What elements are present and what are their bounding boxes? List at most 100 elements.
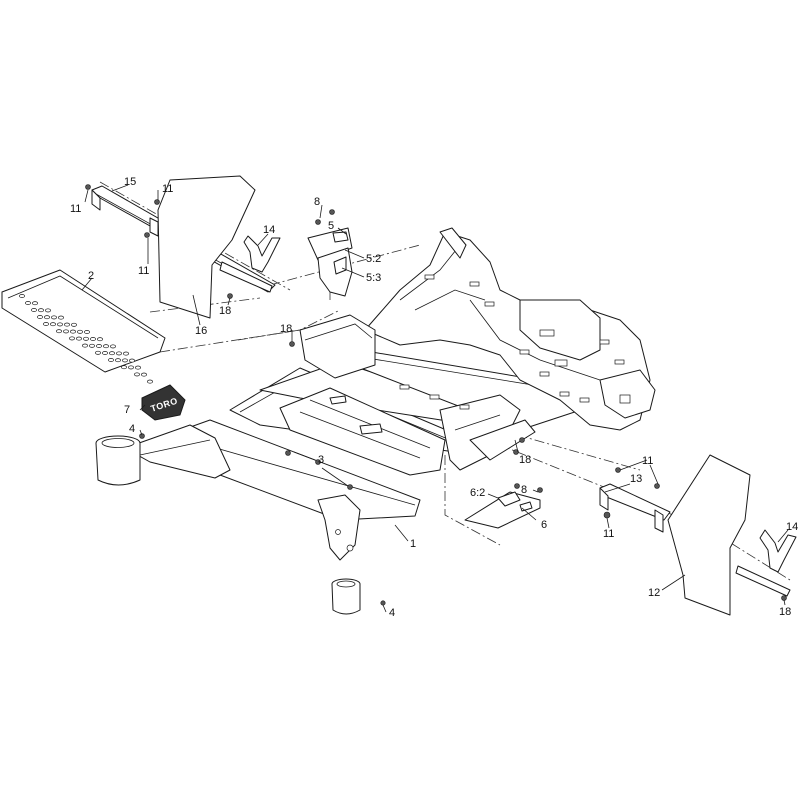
callout-5: 5 xyxy=(328,220,334,232)
floor-pan-holes xyxy=(19,294,153,384)
floor-pan-hole xyxy=(96,344,102,348)
floor-pan-hole xyxy=(110,344,116,349)
right-flap xyxy=(667,454,751,616)
main-frame xyxy=(95,227,656,615)
floor-pan-hole xyxy=(57,322,63,327)
callout-18-seat: 18 xyxy=(280,323,292,335)
callout-11-left: 11 xyxy=(138,265,149,277)
toro-decal: TORO xyxy=(141,384,186,421)
callout-13: 13 xyxy=(630,473,642,485)
frame-slot xyxy=(469,281,480,287)
floor-pan-hole xyxy=(25,301,31,305)
floor-pan-hole xyxy=(115,358,121,363)
callout-5-3: 5:3 xyxy=(366,272,381,284)
floor-pan-hole xyxy=(38,308,44,313)
floor-pan-hole xyxy=(51,315,57,320)
floor-pan-hole xyxy=(123,351,129,356)
frame-slot xyxy=(399,384,410,390)
frame-slot xyxy=(429,394,440,400)
callout-11-right: 11 xyxy=(642,455,653,467)
floor-pan-hole xyxy=(69,336,75,341)
frame-slot xyxy=(599,339,610,345)
floor-pan-hole xyxy=(102,351,108,355)
floor-pan-hole xyxy=(63,329,69,334)
step-plate xyxy=(464,483,543,529)
callout-11-lower-right: 11 xyxy=(603,528,614,540)
callout-4-bottom: 4 xyxy=(389,607,395,619)
frame-slot xyxy=(539,371,550,377)
floor-pan-hole xyxy=(83,336,89,341)
floor-pan-hole xyxy=(135,365,141,370)
floor-pan-hole xyxy=(43,322,49,326)
right-y-strap xyxy=(735,529,797,601)
floor-pan-hole xyxy=(116,351,122,356)
floor-pan-hole xyxy=(108,358,114,362)
frame-slot xyxy=(484,301,495,307)
floor-pan-hole xyxy=(76,336,82,341)
callout-18-left: 18 xyxy=(219,305,231,317)
callout-18-far-right: 18 xyxy=(779,606,791,618)
callout-14-left: 14 xyxy=(263,224,275,236)
callout-6: 6 xyxy=(541,519,547,531)
floor-pan-hole xyxy=(37,315,43,319)
floor-pan-hole xyxy=(84,330,90,334)
floor-pan-hole xyxy=(103,344,109,349)
callout-3: 3 xyxy=(318,454,324,466)
floor-pan-hole xyxy=(129,358,135,363)
floor-pan-hole xyxy=(70,329,76,334)
callout-4-left: 4 xyxy=(129,423,135,435)
floor-pan-hole xyxy=(109,351,115,356)
frame-slot xyxy=(579,397,590,403)
callout-8-top: 8 xyxy=(314,196,320,208)
floor-pan-hole xyxy=(50,322,56,327)
floor-pan-hole xyxy=(19,294,25,298)
callout-8-bottom: 8 xyxy=(521,484,527,496)
frame-slot xyxy=(459,404,470,410)
floor-pan-hole xyxy=(32,301,38,306)
floor-pan-hole xyxy=(64,322,70,327)
frame-slot xyxy=(559,391,570,397)
floor-pan-hole xyxy=(71,322,77,327)
floor-pan-hole xyxy=(141,372,147,377)
callout-16: 16 xyxy=(195,325,207,337)
floor-pan-hole xyxy=(121,365,127,370)
floor-pan-hole xyxy=(44,315,50,320)
callout-6-2: 6:2 xyxy=(470,487,485,499)
callout-labels: 15 11 11 11 14 2 16 18 8 5 5:2 5:3 18 7 … xyxy=(70,176,798,619)
seat-bracket xyxy=(307,209,353,297)
frame-slot xyxy=(424,274,435,280)
floor-pan-hole xyxy=(56,329,62,334)
callout-15: 15 xyxy=(124,176,136,188)
callout-11-top-left: 11 xyxy=(70,203,81,215)
frame-slot xyxy=(614,359,625,365)
frame-slot xyxy=(519,349,530,355)
callout-5-2: 5:2 xyxy=(366,253,381,265)
floor-pan-hole xyxy=(89,343,95,348)
callout-18-right: 18 xyxy=(519,454,531,466)
floor-pan-hole xyxy=(128,365,134,370)
leader-lines xyxy=(81,184,789,613)
floor-pan-hole xyxy=(45,308,51,313)
frame-slots xyxy=(399,274,625,410)
floor-pan-hole xyxy=(90,337,96,341)
callout-11-top: 11 xyxy=(162,183,173,195)
floor-pan-hole xyxy=(77,329,83,334)
floor-pan-hole xyxy=(122,358,128,363)
left-y-strap xyxy=(219,235,281,299)
callout-14-right: 14 xyxy=(786,521,798,533)
floor-pan-hole xyxy=(82,343,88,348)
floor-pan-hole xyxy=(97,337,103,342)
floor-pan-hole xyxy=(31,308,37,312)
left-flap xyxy=(157,175,256,319)
callout-2: 2 xyxy=(88,270,94,282)
floor-pan-hole xyxy=(58,315,64,320)
floor-pan xyxy=(1,269,166,384)
callout-12: 12 xyxy=(648,587,660,599)
floor-pan-hole xyxy=(95,350,101,355)
floor-pan-hole xyxy=(147,379,153,384)
callout-1: 1 xyxy=(410,538,416,550)
floor-pan-hole xyxy=(134,372,140,377)
right-bracket xyxy=(599,467,671,533)
